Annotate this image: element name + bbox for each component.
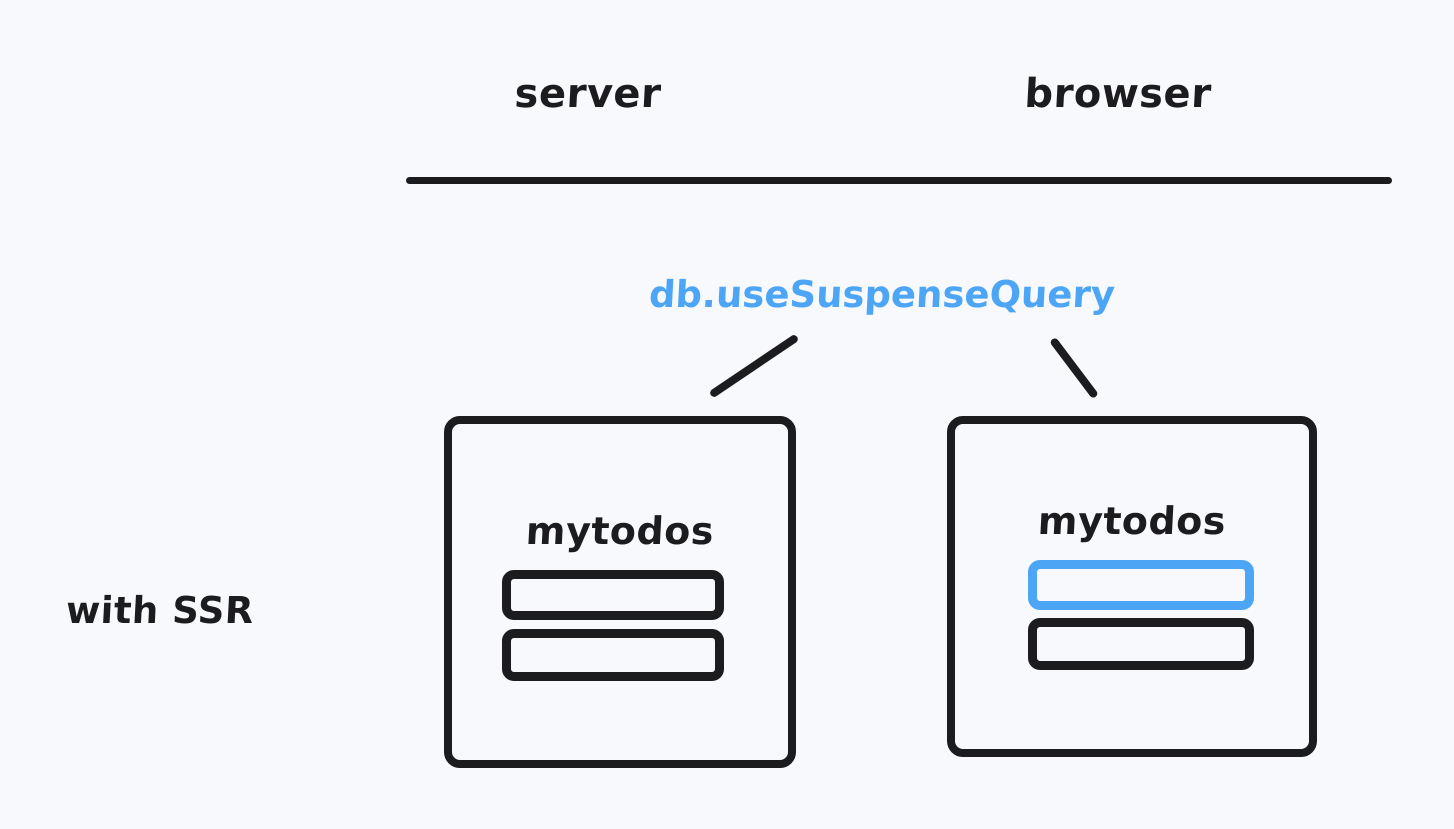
connector-to-server-box-icon — [708, 333, 800, 399]
header-divider-line — [406, 177, 1392, 184]
server-app-title: mytodos — [524, 509, 716, 553]
column-header-server: server — [513, 71, 663, 117]
connector-to-browser-box-icon — [1049, 336, 1099, 400]
server-app-box: mytodos — [444, 416, 796, 768]
column-header-browser: browser — [1023, 71, 1213, 117]
browser-todo-row-2[interactable] — [1028, 618, 1254, 670]
server-todo-row-1[interactable] — [502, 570, 724, 620]
browser-todo-row-1-highlighted[interactable] — [1028, 560, 1254, 610]
server-todo-row-2[interactable] — [502, 629, 724, 681]
browser-app-box: mytodos — [947, 416, 1317, 757]
row-caption-with-ssr: with SSR — [64, 589, 256, 632]
browser-app-title: mytodos — [1036, 499, 1228, 543]
hook-label: db.useSuspenseQuery — [647, 273, 1117, 316]
